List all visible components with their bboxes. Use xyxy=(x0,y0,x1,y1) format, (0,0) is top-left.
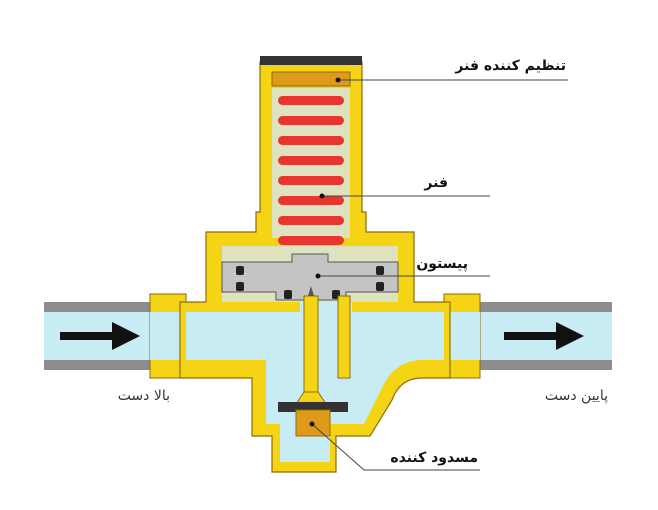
leader-lines xyxy=(311,79,568,471)
side-guide xyxy=(337,295,351,379)
label-spring-adjuster: تنظیم کننده فنر xyxy=(455,58,566,74)
flow-arrow-out xyxy=(504,322,584,350)
label-upstream: بالا دست xyxy=(117,388,170,404)
piston xyxy=(221,253,399,301)
valve-stem xyxy=(303,295,319,407)
label-closer: مسدود کننده xyxy=(390,450,478,466)
label-downstream: پایین دست xyxy=(544,388,608,404)
flow-arrow-in xyxy=(60,322,140,350)
spring-adjuster-plate xyxy=(271,71,351,87)
closer-plug xyxy=(278,402,348,412)
top-cap xyxy=(260,56,362,65)
spring-coils xyxy=(278,96,344,245)
label-piston: پیستون xyxy=(416,256,468,272)
label-spring: فنر xyxy=(424,175,448,191)
o-rings xyxy=(236,266,384,299)
